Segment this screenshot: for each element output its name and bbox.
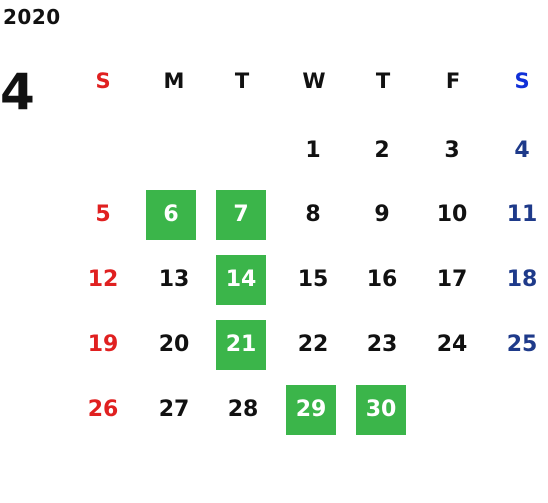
calendar-day[interactable]: 17 — [436, 267, 468, 292]
calendar-day[interactable]: 15 — [297, 267, 329, 292]
calendar-day-highlighted[interactable]: 6 — [146, 190, 196, 240]
calendar-day[interactable]: 24 — [436, 332, 468, 357]
weekday-monday: M — [163, 69, 185, 93]
calendar-day[interactable]: 11 — [506, 202, 538, 227]
calendar-year: 2020 — [3, 5, 61, 29]
calendar-day[interactable]: 10 — [436, 202, 468, 227]
calendar-day[interactable]: 8 — [305, 202, 321, 227]
calendar-day[interactable]: 13 — [158, 267, 190, 292]
weekday-thursday: T — [375, 69, 391, 93]
calendar-day[interactable]: 9 — [374, 202, 390, 227]
calendar-day[interactable]: 19 — [87, 332, 119, 357]
calendar-month: 4 — [0, 63, 35, 121]
calendar-day[interactable]: 4 — [514, 138, 530, 163]
calendar-day[interactable]: 3 — [444, 138, 460, 163]
calendar-day[interactable]: 1 — [305, 138, 321, 163]
calendar-day[interactable]: 26 — [87, 397, 119, 422]
calendar-day[interactable]: 28 — [227, 397, 259, 422]
calendar-day-highlighted[interactable]: 30 — [356, 385, 406, 435]
calendar-day-highlighted[interactable]: 7 — [216, 190, 266, 240]
calendar-day[interactable]: 18 — [506, 267, 538, 292]
calendar-day[interactable]: 2 — [374, 138, 390, 163]
weekday-tuesday: T — [234, 69, 250, 93]
calendar-day[interactable]: 25 — [506, 332, 538, 357]
calendar-day-highlighted[interactable]: 29 — [286, 385, 336, 435]
weekday-sunday: S — [95, 69, 111, 93]
calendar-day-highlighted[interactable]: 14 — [216, 255, 266, 305]
calendar-day[interactable]: 22 — [297, 332, 329, 357]
weekday-friday: F — [445, 69, 461, 93]
calendar-day-highlighted[interactable]: 21 — [216, 320, 266, 370]
weekday-saturday: S — [514, 69, 530, 93]
calendar-day[interactable]: 20 — [158, 332, 190, 357]
calendar-day[interactable]: 12 — [87, 267, 119, 292]
calendar-day[interactable]: 23 — [366, 332, 398, 357]
calendar-day[interactable]: 16 — [366, 267, 398, 292]
calendar-day[interactable]: 5 — [95, 202, 111, 227]
calendar-day[interactable]: 27 — [158, 397, 190, 422]
weekday-wednesday: W — [302, 69, 326, 93]
